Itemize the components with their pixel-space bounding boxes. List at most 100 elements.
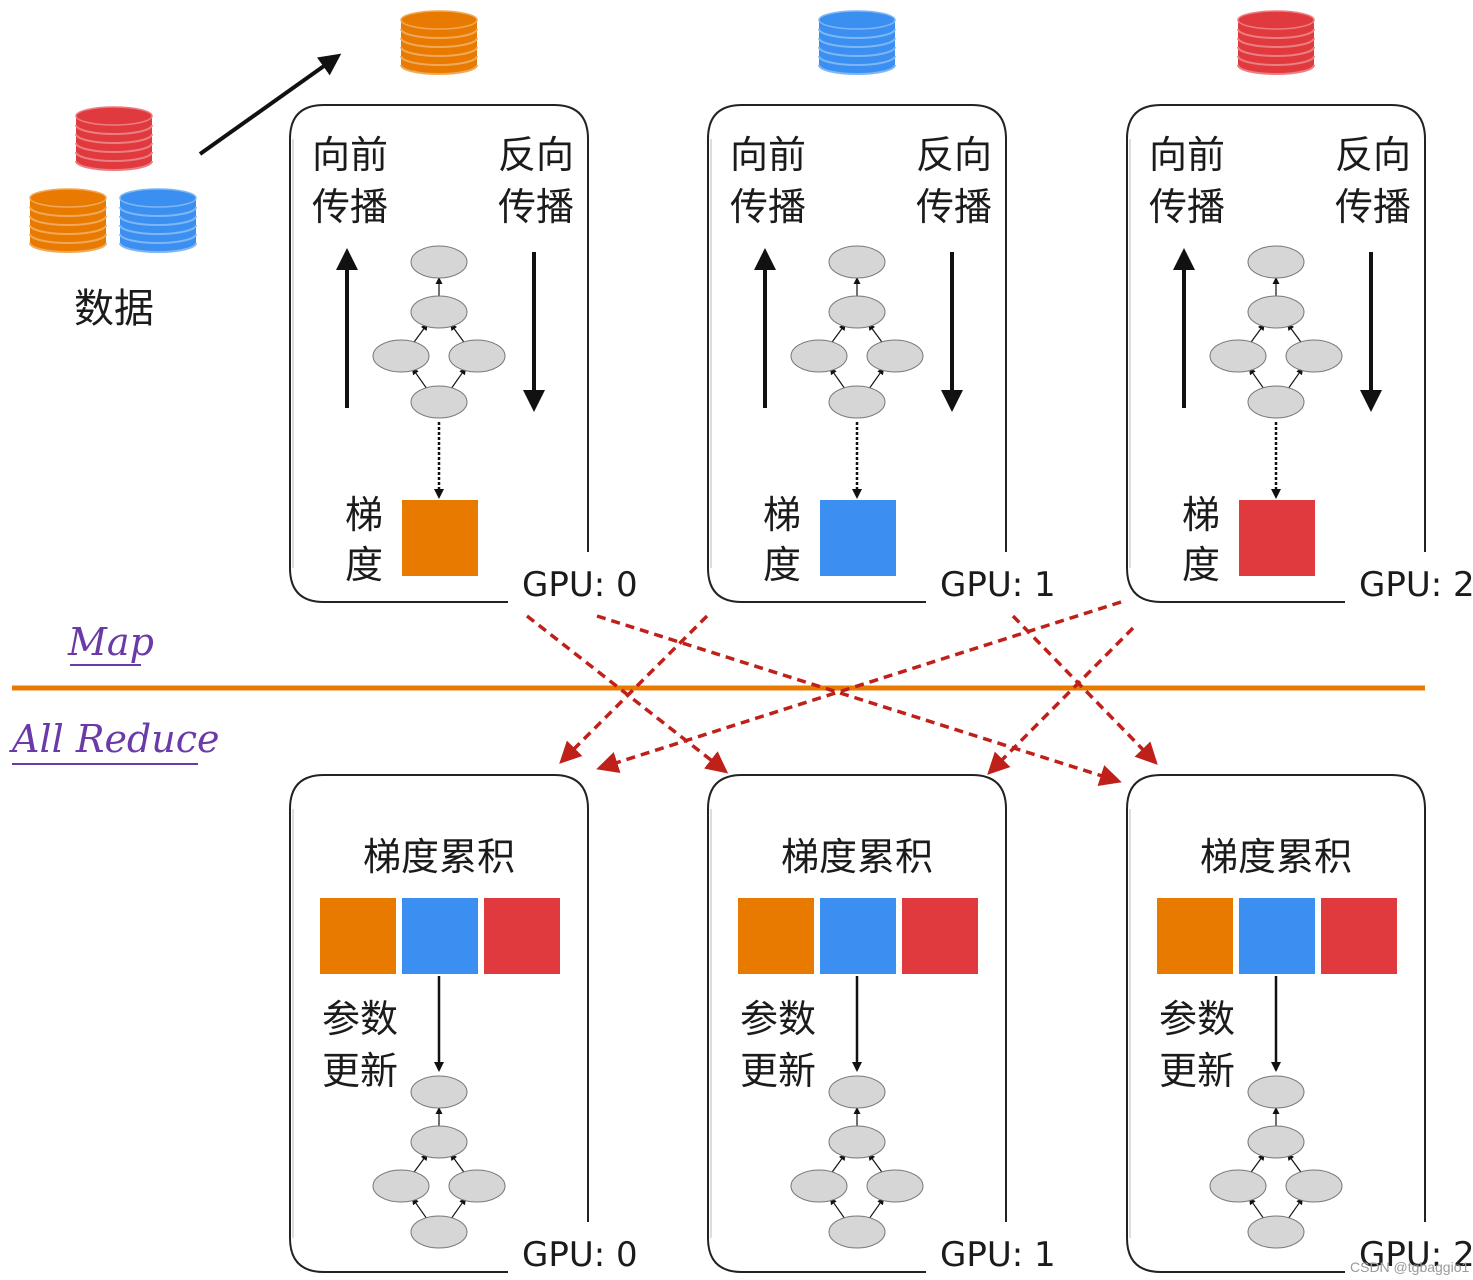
allreduce-arrow-3 [1011, 614, 1158, 765]
map-label: Map [67, 620, 154, 664]
distribute-arrow [198, 53, 342, 156]
graph-edge [830, 1153, 846, 1175]
gpu1-accumulate-label: 梯度累积 [781, 835, 933, 879]
graph-edge [412, 323, 428, 345]
graph-edge [449, 367, 467, 391]
graph-node [1247, 1075, 1305, 1109]
gpu2-forward-label: 向前传播 [1149, 133, 1225, 229]
graph-edge [1287, 323, 1303, 345]
graph-edge [1249, 1153, 1265, 1175]
graph-node [1247, 1215, 1305, 1249]
graph-node [1247, 385, 1305, 419]
graph-edge [830, 323, 846, 345]
gpu1-data-shard [818, 10, 896, 75]
graph-node [372, 1169, 430, 1203]
graph-node [828, 1125, 886, 1159]
gpu2-gradient-label: 梯度 [1182, 493, 1220, 587]
graph-node [1209, 339, 1267, 373]
graph-node [410, 1075, 468, 1109]
graph-node [410, 245, 468, 279]
gpu2-accumulated-grad-2 [1321, 898, 1397, 974]
gpu0-gradient-label: 梯度 [345, 493, 383, 587]
graph-edge [867, 1197, 885, 1221]
gpu2-accumulate-label: 梯度累积 [1200, 835, 1352, 879]
gpu0-gradient-block [402, 500, 478, 576]
gpu2-accumulated-grad-1 [1239, 898, 1315, 974]
allreduce-arrow-1 [596, 614, 1122, 787]
gpu1-compute-panel [707, 104, 1007, 603]
graph-node [1247, 245, 1305, 279]
graph-edge [411, 367, 429, 391]
gpu1-update-label: 参数更新 [740, 997, 816, 1093]
graph-node [448, 1169, 506, 1203]
allreduce-arrow-4 [596, 600, 1122, 774]
graph-node [828, 295, 886, 329]
graph-edge [450, 323, 466, 345]
gpu2-compute-panel [1126, 104, 1426, 603]
graph-node [410, 1215, 468, 1249]
graph-node [448, 339, 506, 373]
graph-node [1209, 1169, 1267, 1203]
data-db-red [75, 106, 153, 171]
gpu1-accumulated-grad-1 [820, 898, 896, 974]
graph-node [866, 1169, 924, 1203]
gpu0-accumulate-label: 梯度累积 [363, 835, 515, 879]
watermark: CSDN @tgbaggio1 [1350, 1259, 1469, 1275]
allreduce-arrow-5 [987, 626, 1135, 775]
gpu0-updated-graph [372, 1075, 506, 1249]
gpu1-updated-graph [790, 1075, 924, 1249]
gpu0-label-bottom: GPU: 0 [522, 1235, 638, 1275]
graph-edge [450, 1153, 466, 1175]
gpu2-update-panel [1126, 774, 1426, 1273]
allreduce-arrow-2 [559, 614, 709, 764]
gpu1-accumulated-grad-2 [902, 898, 978, 974]
graph-edge [829, 367, 847, 391]
gpu2-label-bottom: GPU: 2 [1359, 1235, 1473, 1275]
all-reduce-label: All Reduce [9, 717, 220, 761]
gpu1-accumulated-grad-0 [738, 898, 814, 974]
graph-edge [411, 1197, 429, 1221]
graph-node [410, 1125, 468, 1159]
graph-edge [867, 367, 885, 391]
gpu1-model-graph [790, 245, 924, 419]
graph-node [790, 1169, 848, 1203]
gpu2-model-graph [1209, 245, 1343, 419]
graph-node [866, 339, 924, 373]
graph-node [828, 385, 886, 419]
graph-node [1247, 1125, 1305, 1159]
graph-edge [1286, 367, 1304, 391]
data-db-orange [29, 188, 107, 253]
gpu0-accumulated-grad-2 [484, 898, 560, 974]
gpu0-update-label: 参数更新 [322, 997, 398, 1093]
gpu1-backward-label: 反向传播 [916, 133, 992, 229]
gpu2-data-shard [1237, 10, 1315, 75]
gpu0-model-graph [372, 245, 506, 419]
gpu1-update-panel [707, 774, 1007, 1273]
graph-edge [1248, 1197, 1266, 1221]
graph-edge [1286, 1197, 1304, 1221]
gpu2-updated-graph [1209, 1075, 1343, 1249]
graph-node [410, 385, 468, 419]
gpu1-label-top: GPU: 1 [940, 565, 1056, 605]
gpu0-label-top: GPU: 0 [522, 565, 638, 605]
gpu0-update-panel [289, 774, 589, 1273]
graph-edge [1287, 1153, 1303, 1175]
graph-edge [829, 1197, 847, 1221]
gpu2-label-top: GPU: 2 [1359, 565, 1473, 605]
gpu0-forward-label: 向前传播 [312, 133, 388, 229]
graph-node [1285, 339, 1343, 373]
allreduce-arrow-0 [525, 614, 729, 774]
graph-edge [1249, 323, 1265, 345]
graph-node [410, 295, 468, 329]
graph-edge [1248, 367, 1266, 391]
graph-edge [412, 1153, 428, 1175]
gpu0-compute-panel [289, 104, 589, 603]
gpu2-gradient-block [1239, 500, 1315, 576]
graph-edge [868, 1153, 884, 1175]
graph-edge [868, 323, 884, 345]
gpu0-accumulated-grad-1 [402, 898, 478, 974]
gpu1-gradient-block [820, 500, 896, 576]
graph-node [828, 245, 886, 279]
gpu2-backward-label: 反向传播 [1335, 133, 1411, 229]
